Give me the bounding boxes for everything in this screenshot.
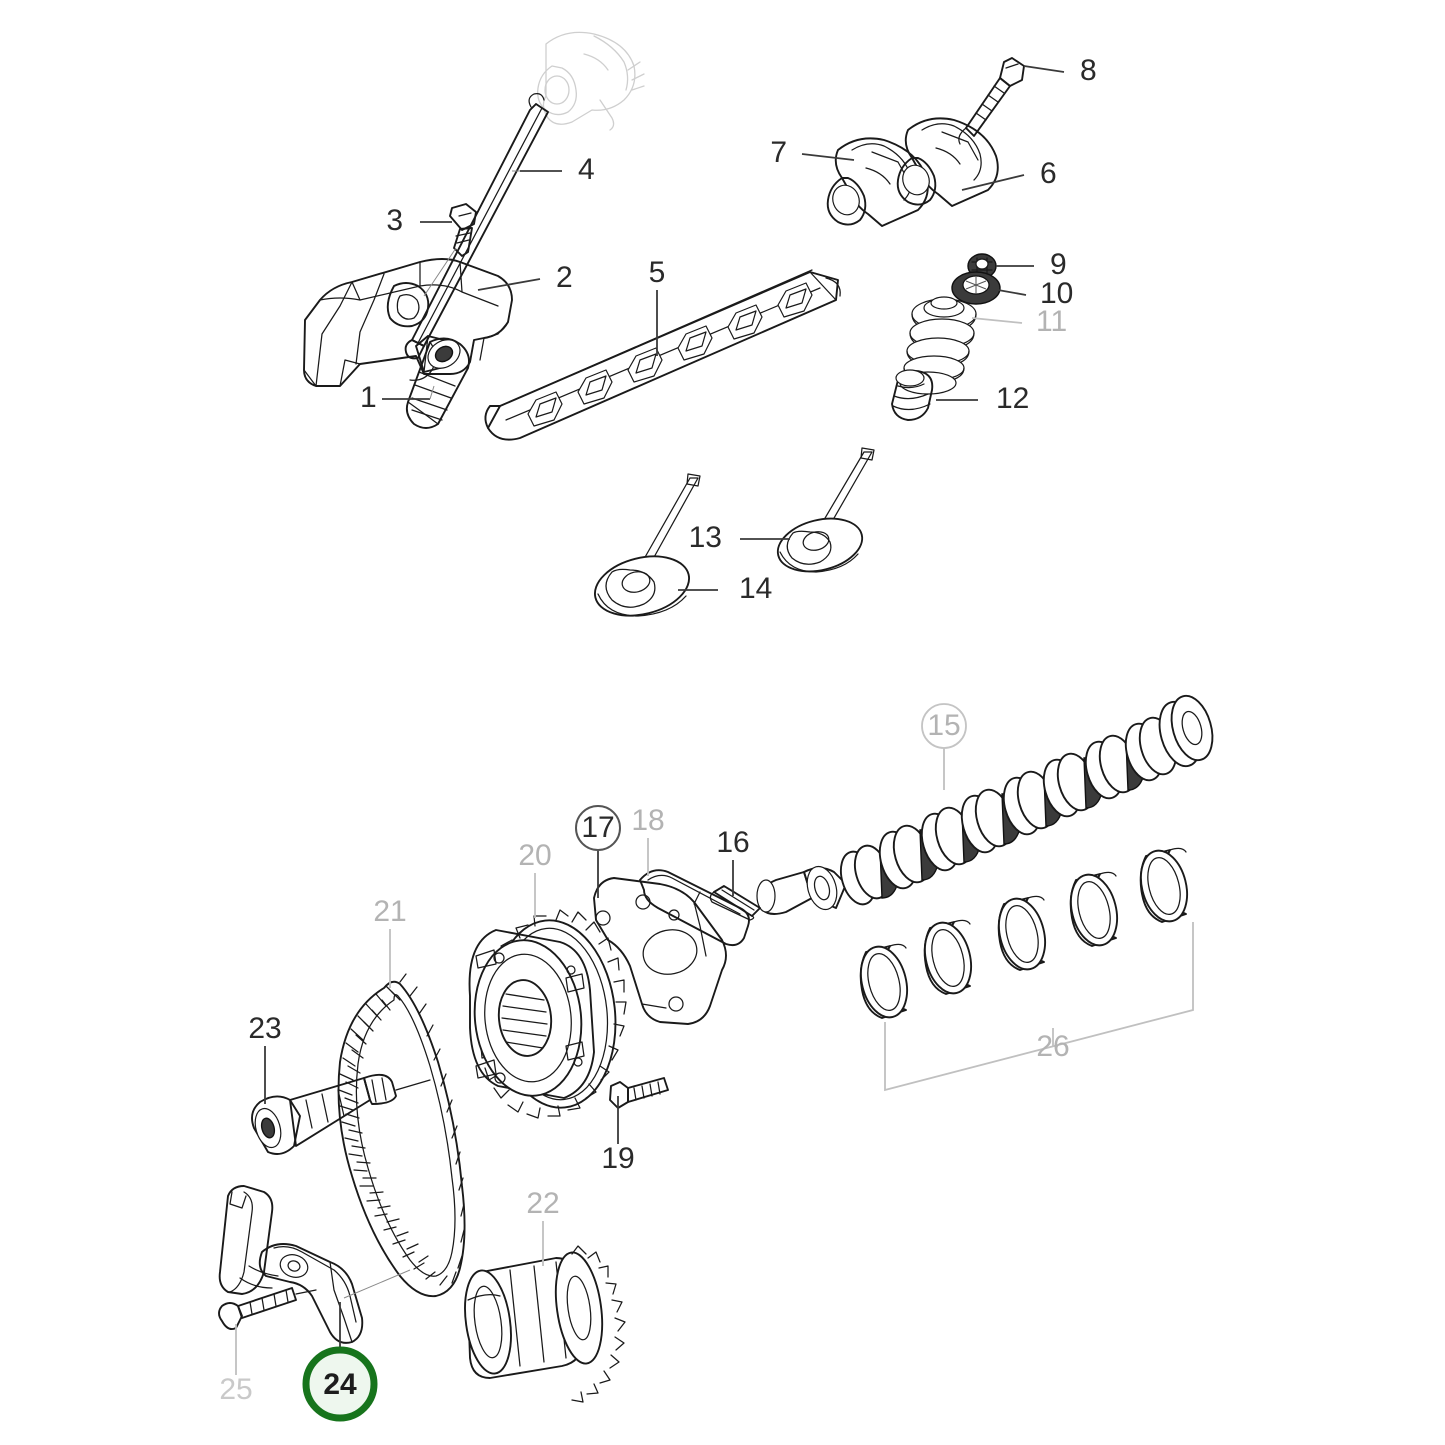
- callout-label-1[interactable]: 1: [360, 381, 377, 414]
- callout-circle-17[interactable]: [575, 805, 621, 851]
- part-valve-stem-seal: [891, 369, 934, 421]
- callout-label-9[interactable]: 9: [1050, 248, 1067, 281]
- part-thrust-plate-bolt: [609, 1077, 669, 1109]
- part-push-rod: [404, 93, 549, 360]
- callout-label-12[interactable]: 12: [996, 382, 1029, 415]
- part-camshaft: [756, 694, 1214, 915]
- part-chain-guide-tensioner-arm: [218, 1185, 364, 1344]
- part-camshaft-sprocket: [468, 909, 627, 1119]
- callout-label-7[interactable]: 7: [770, 136, 787, 169]
- bearing-shell: [859, 943, 909, 1019]
- callout-label-17[interactable]: 17: [581, 811, 614, 844]
- callout-label-13[interactable]: 13: [689, 521, 722, 554]
- callout-label-25[interactable]: 25: [219, 1373, 252, 1406]
- callout-label-5[interactable]: 5: [649, 256, 666, 289]
- ghost-rocker-arm: [537, 31, 645, 131]
- callout-label-8[interactable]: 8: [1080, 54, 1097, 87]
- part-guide-bolt: [218, 1287, 317, 1331]
- callout-label-11[interactable]: 11: [1036, 305, 1067, 338]
- part-intake-valve: [593, 473, 701, 617]
- part-rocker-shaft: [484, 269, 841, 441]
- part-camshaft-bearings: [859, 847, 1194, 1092]
- part-lash-adjuster: [405, 337, 470, 429]
- part-tensioner-bolt: [251, 1073, 431, 1155]
- bearing-shell: [923, 919, 973, 995]
- callout-label-21[interactable]: 21: [373, 895, 406, 928]
- callout-label-10[interactable]: 10: [1040, 277, 1073, 310]
- part-rocker-arm-left: [826, 137, 929, 227]
- part-bracket-bolt: [449, 203, 477, 257]
- callout-label-19[interactable]: 19: [601, 1142, 634, 1175]
- callout-circle-24-highlighted[interactable]: [302, 1346, 378, 1422]
- part-rocker-arm-right: [896, 117, 999, 207]
- part-adjusting-screw: [958, 57, 1025, 145]
- callout-label-3[interactable]: 3: [386, 204, 403, 237]
- part-crankshaft-sprocket: [464, 1245, 626, 1403]
- callout-labels: 1 2 3 4 5 6 7 8 9 10 11 12 13 14 15 16 1…: [219, 54, 1096, 1406]
- part-timing-chain: [337, 973, 466, 1298]
- leader-lines: [235, 65, 1065, 1375]
- callout-label-23[interactable]: 23: [248, 1012, 281, 1045]
- callout-label-20[interactable]: 20: [518, 839, 551, 872]
- part-thrust-plate: [593, 877, 727, 1025]
- callout-label-2[interactable]: 2: [556, 261, 573, 294]
- callout-circle-15[interactable]: [921, 703, 967, 749]
- bearing-shell: [1139, 847, 1189, 923]
- callout-label-22[interactable]: 22: [526, 1187, 559, 1220]
- part-exhaust-valve: [776, 447, 875, 573]
- callout-label-6[interactable]: 6: [1040, 157, 1057, 190]
- callout-label-14[interactable]: 14: [739, 572, 772, 605]
- callout-label-16[interactable]: 16: [716, 826, 749, 859]
- part-retainer-clip: [639, 869, 750, 947]
- part-valve-spring: [899, 296, 977, 395]
- bearing-shell: [997, 895, 1047, 971]
- callout-label-15[interactable]: 15: [927, 709, 960, 742]
- callout-label-24[interactable]: 24: [323, 1368, 357, 1401]
- callout-label-26[interactable]: 26: [1036, 1030, 1069, 1063]
- part-spring-retainer: [951, 271, 1001, 305]
- callout-label-4[interactable]: 4: [578, 153, 595, 186]
- callout-label-18[interactable]: 18: [631, 804, 664, 837]
- bearing-shell: [1069, 871, 1119, 947]
- part-rocker-arm-bracket: [303, 258, 513, 387]
